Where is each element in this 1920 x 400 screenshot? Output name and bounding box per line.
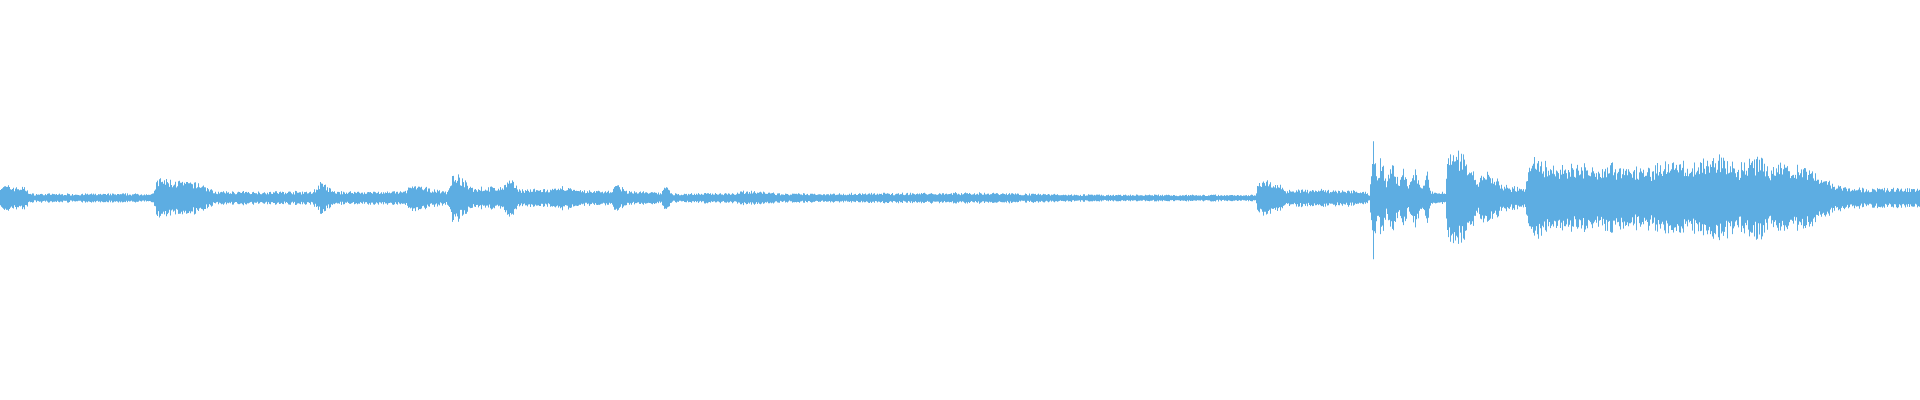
waveform-path <box>0 141 1920 260</box>
